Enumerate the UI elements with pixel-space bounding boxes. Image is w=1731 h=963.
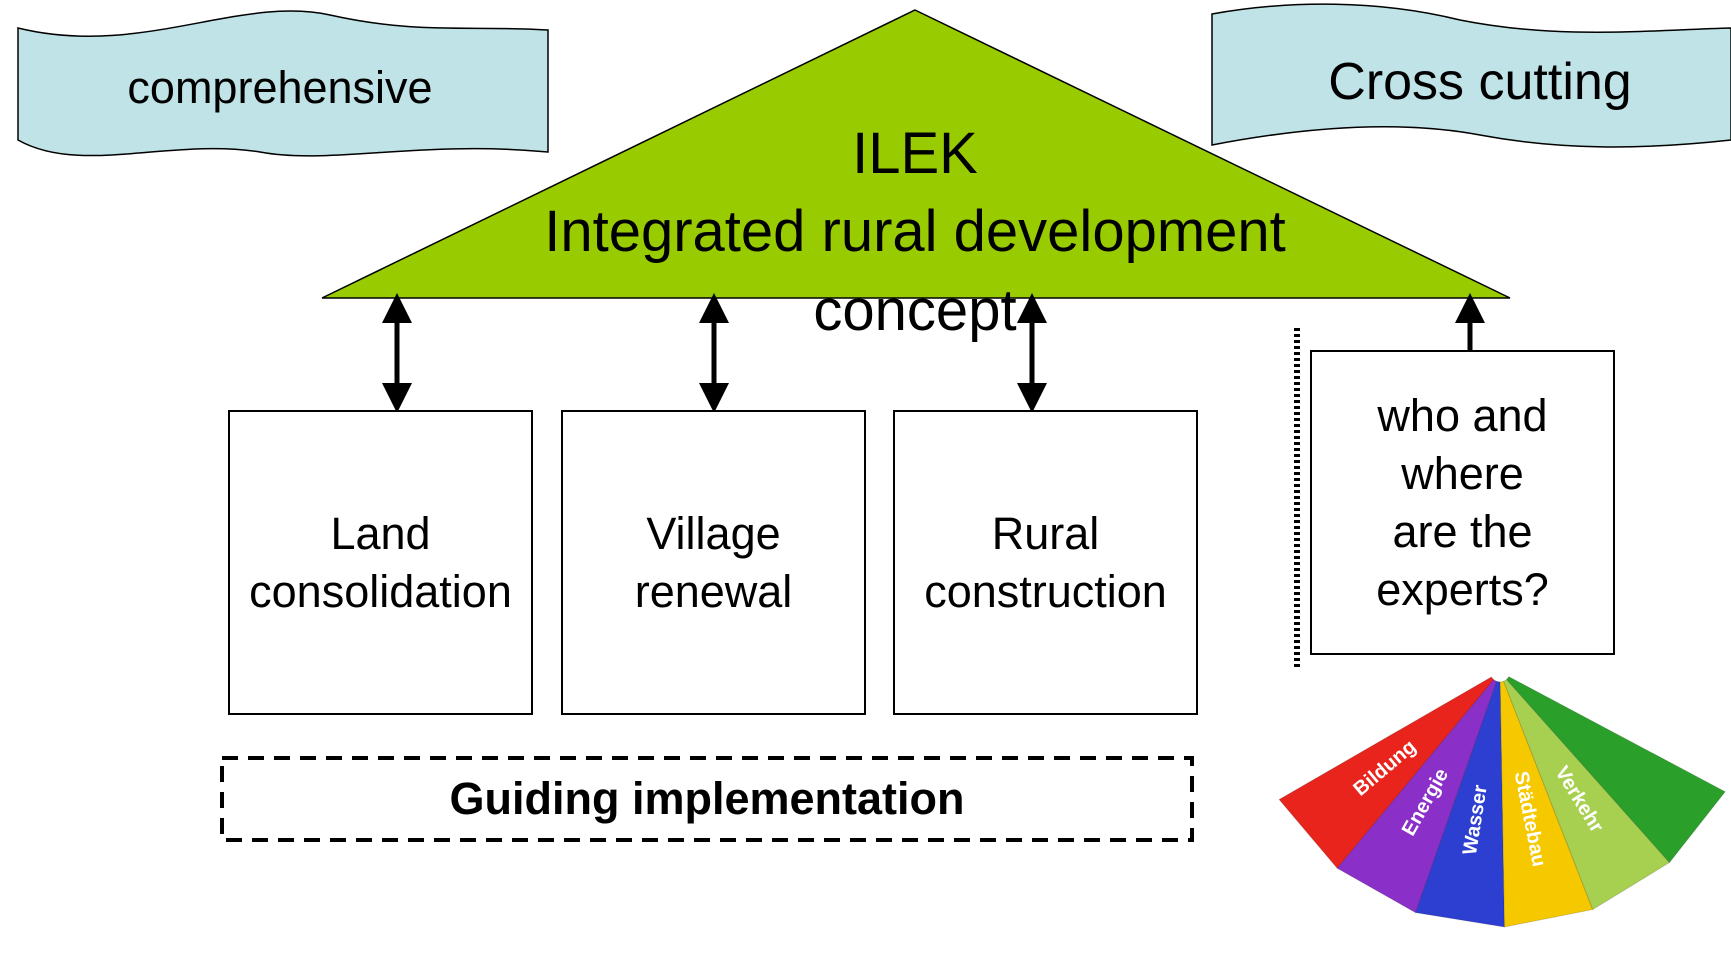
pillar-land-consolidation: Land consolidation [228, 410, 533, 715]
roof-subtitle-line2: concept [813, 278, 1017, 343]
experts-line1: who and [1377, 389, 1548, 441]
roof-title: ILEK [852, 121, 978, 186]
pillar-rural-line2: construction [924, 565, 1167, 617]
fan-blade [1505, 676, 1726, 864]
banner-left-label: comprehensive [127, 62, 433, 113]
pillar-rural-line1: Rural [991, 507, 1100, 559]
pillar-village-line2: renewal [634, 565, 793, 617]
experts-line4: experts? [1376, 563, 1549, 615]
pillar-village-renewal: Village renewal [561, 410, 866, 715]
banner-right-shape [1211, 3, 1731, 148]
pillar-village-line1: Village [646, 507, 781, 559]
banner-left-shape [17, 10, 549, 157]
experts-line2: where [1401, 447, 1524, 499]
pillar-rural-construction: Rural construction [893, 410, 1198, 715]
roof-triangle [321, 9, 1511, 299]
roof-subtitle-line1: Integrated rural development [544, 199, 1286, 264]
guiding-implementation-label: Guiding implementation [449, 773, 965, 824]
experts-line3: are the [1392, 505, 1533, 557]
guiding-box [220, 756, 1194, 842]
banner-right-label: Cross cutting [1328, 53, 1632, 111]
pillar-land-line1: Land [330, 507, 431, 559]
pillar-land-line2: consolidation [249, 565, 512, 617]
experts-box: who and where are the experts? [1310, 350, 1615, 655]
